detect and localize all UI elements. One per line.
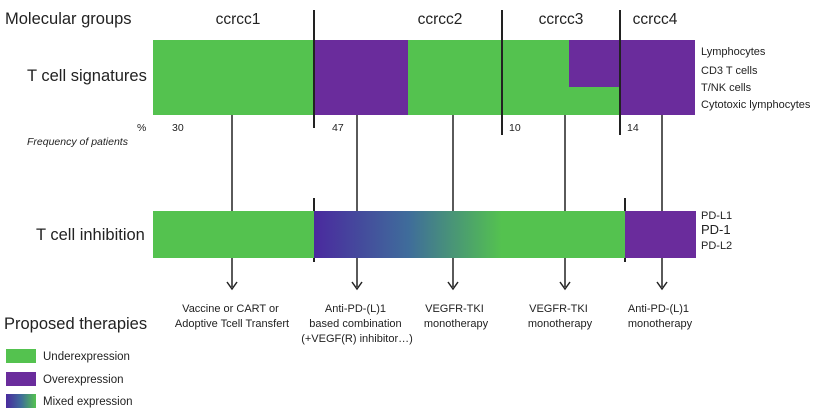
signature-item-cd3: CD3 T cells (701, 65, 758, 77)
legend-label-under: Underexpression (43, 351, 130, 363)
connectors (231, 115, 663, 211)
legend-label-mixed: Mixed expression (43, 396, 132, 408)
color-legend: Underexpression Overexpression Mixed exp… (6, 349, 132, 408)
therapy-2: Anti-PD-(L)1 based combination (+VEGF(R)… (301, 303, 413, 345)
arrow-5-head (656, 281, 668, 291)
signatures-segment-under-2 (408, 40, 569, 115)
legend-swatch-over (6, 372, 36, 386)
inhibition-segment-under-2 (502, 211, 625, 258)
frequency-ccrcc1: 30 (172, 122, 184, 134)
molecular-groups-label: Molecular groups (5, 10, 132, 28)
legend-label-over: Overexpression (43, 374, 124, 386)
t-cell-inhibition-bar (153, 211, 696, 258)
proposed-therapies-label: Proposed therapies (4, 315, 147, 333)
group-label-ccrcc1: ccrcc1 (216, 11, 261, 28)
group-label-ccrcc4: ccrcc4 (633, 11, 678, 28)
therapy-1: Vaccine or CART or Adoptive Tcell Transf… (175, 303, 289, 330)
frequency-label: Frequency of patients (27, 136, 129, 148)
frequency-ccrcc3: 10 (509, 122, 521, 134)
t-cell-signatures-label: T cell signatures (27, 67, 147, 85)
signatures-segment-over-1 (314, 40, 408, 115)
signatures-segment-under-3 (569, 87, 620, 115)
signatures-segment-over-2 (569, 40, 620, 87)
legend-swatch-mixed (6, 394, 36, 408)
arrow-4-head (559, 281, 571, 291)
signature-item-lymphocytes: Lymphocytes (701, 46, 766, 58)
group-label-ccrcc2: ccrcc2 (418, 11, 463, 28)
frequency-ccrcc2: 47 (332, 122, 344, 134)
inhibition-item-pdl2: PD-L2 (701, 240, 732, 252)
inhibition-segment-over (625, 211, 696, 258)
arrow-3-head (447, 281, 459, 291)
signatures-segment-over-3 (620, 40, 695, 115)
inhibition-segment-under-1 (153, 211, 314, 258)
signature-item-tnk: T/NK cells (701, 82, 752, 94)
t-cell-inhibition-label: T cell inhibition (36, 226, 145, 244)
signatures-segment-under-1 (153, 40, 314, 115)
inhibition-item-pdl1: PD-L1 (701, 210, 732, 222)
therapy-arrows (226, 258, 668, 291)
group-label-ccrcc3: ccrcc3 (539, 11, 584, 28)
frequency-ccrcc4: 14 (627, 122, 639, 134)
arrow-2-head (351, 281, 363, 291)
therapy-5: Anti-PD-(L)1 monotherapy (628, 303, 693, 330)
signature-item-cytotoxic: Cytotoxic lymphocytes (701, 99, 811, 111)
percent-symbol: % (137, 122, 146, 134)
legend-swatch-under (6, 349, 36, 363)
arrow-1-head (226, 281, 238, 291)
inhibition-segment-mixed (314, 211, 502, 258)
t-cell-signatures-bar (153, 40, 695, 115)
therapy-3: VEGFR-TKI monotherapy (424, 303, 489, 330)
inhibition-item-pd1: PD-1 (701, 222, 731, 237)
therapy-4: VEGFR-TKI monotherapy (528, 303, 593, 330)
